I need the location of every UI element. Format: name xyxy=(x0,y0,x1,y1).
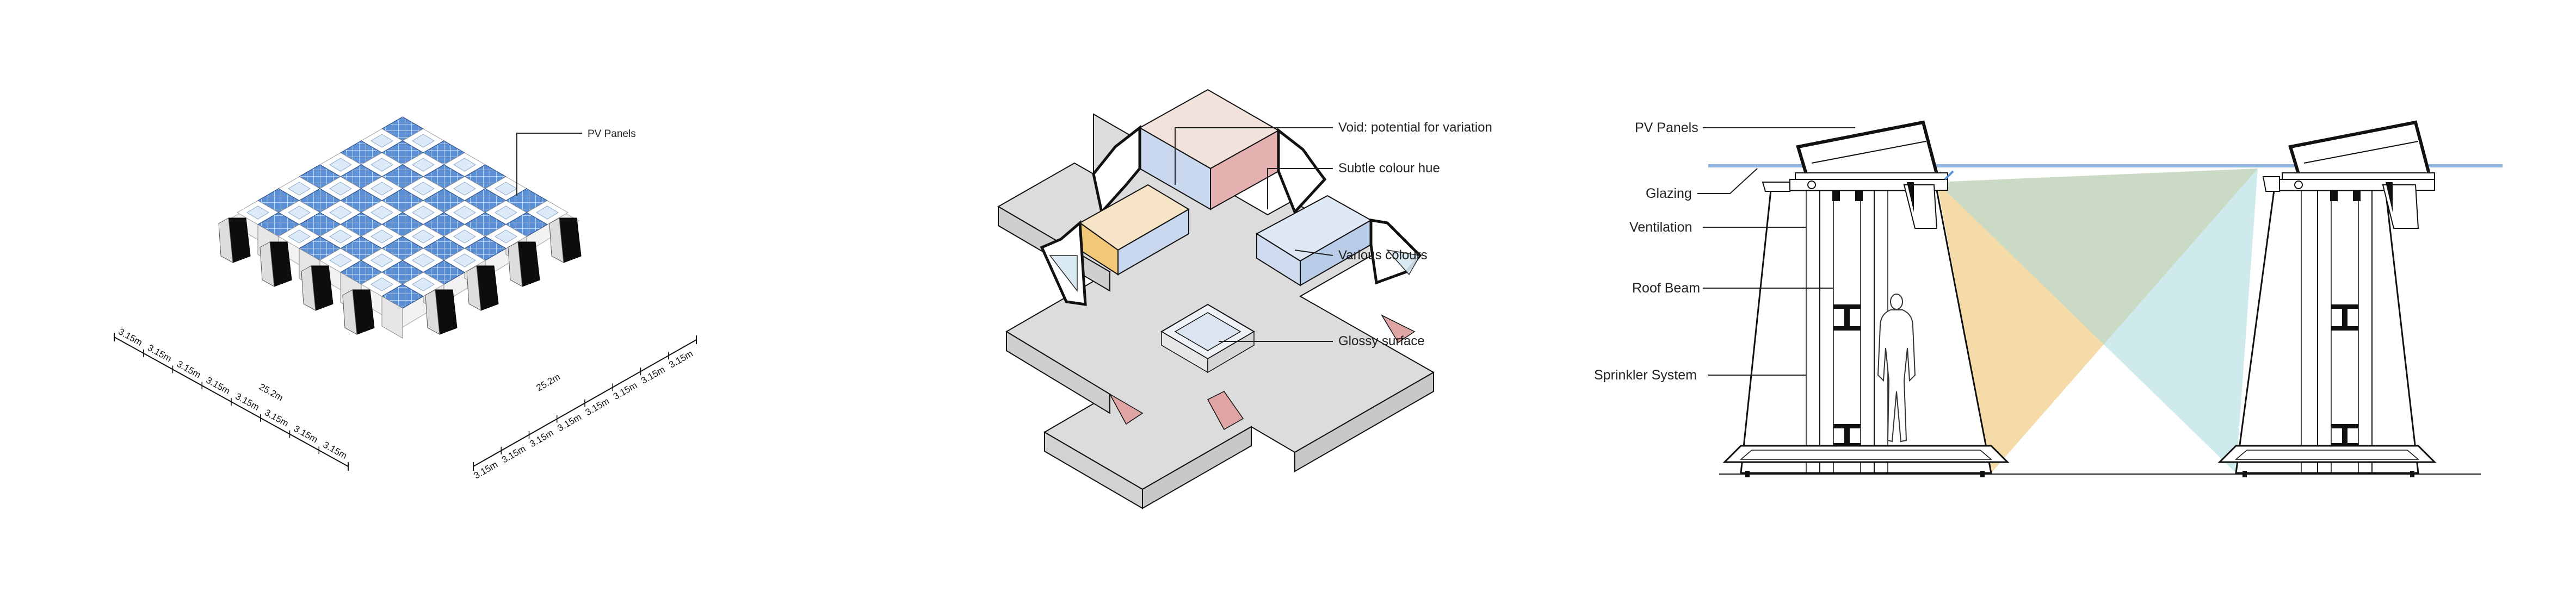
column-block xyxy=(260,241,292,287)
svg-text:Glossy surface: Glossy surface xyxy=(1338,334,1425,348)
callout-pv-panels: PV Panels xyxy=(1635,120,1855,135)
column-right xyxy=(2217,179,2437,474)
svg-text:Various colours: Various colours xyxy=(1338,248,1428,263)
dim-segment-label: 3.15m xyxy=(205,375,232,397)
pv-cell xyxy=(381,284,424,339)
pv-cells xyxy=(218,116,582,339)
pv-callout-line xyxy=(516,133,582,196)
column-block xyxy=(342,289,375,335)
callout-sprinkler: Sprinkler System xyxy=(1594,367,1806,383)
dim-segment-label: 3.15m xyxy=(146,342,174,364)
human-figure xyxy=(1877,294,1916,443)
dim-segment-label: 3.15m xyxy=(472,459,499,481)
svg-text:Sprinkler System: Sprinkler System xyxy=(1594,367,1697,383)
column-block xyxy=(508,241,540,287)
dim-segment-label: 3.15m xyxy=(528,427,555,449)
svg-text:Glazing: Glazing xyxy=(1646,186,1692,201)
pv-grid-drawing: PV Panels 25.2m 3.15m3.15m3.15m3.15m3.15… xyxy=(114,116,697,481)
callout-glossy-surface: Glossy surface xyxy=(1219,334,1425,348)
column-block xyxy=(425,289,458,335)
dim-segment-label: 3.15m xyxy=(639,364,666,386)
roof-head-left xyxy=(1762,120,1954,229)
pink-recess xyxy=(1381,314,1416,344)
column-block xyxy=(466,265,499,311)
dim-left-total: 25.2m xyxy=(257,382,285,403)
svg-text:Void: potential for variation: Void: potential for variation xyxy=(1338,120,1492,135)
column-left xyxy=(1722,179,2010,474)
callout-various-colours: Various colours xyxy=(1294,248,1428,263)
dim-segment-label: 3.15m xyxy=(233,391,261,413)
svg-text:Ventilation: Ventilation xyxy=(1629,220,1692,235)
roof-head-right xyxy=(2262,120,2435,229)
callout-roof-beam: Roof Beam xyxy=(1632,281,1833,296)
dimension-right: 25.2m 3.15m3.15m3.15m3.15m3.15m3.15m3.15… xyxy=(472,335,697,481)
svg-text:PV Panels: PV Panels xyxy=(1635,120,1698,135)
skylight-axonometric: Void: potential for variation Subtle col… xyxy=(789,0,1578,598)
callout-void: Void: potential for variation xyxy=(1175,120,1492,185)
roof-section: PV Panels Glazing Ventilation Roof Beam … xyxy=(1578,0,2576,598)
svg-text:Roof Beam: Roof Beam xyxy=(1632,281,1700,296)
light-wedge-cyan xyxy=(1937,169,2258,473)
dim-segment-label: 3.15m xyxy=(175,359,203,381)
dim-segment-label: 3.15m xyxy=(292,423,320,445)
dim-segment-label: 3.15m xyxy=(584,396,611,418)
column-block xyxy=(301,265,333,311)
dim-segment-label: 3.15m xyxy=(667,348,694,370)
dim-segment-label: 3.15m xyxy=(263,407,291,429)
column-block xyxy=(218,217,251,263)
dim-right-total: 25.2m xyxy=(535,371,562,393)
skylight-top xyxy=(1092,89,1327,215)
pink-recess xyxy=(1207,391,1244,431)
dim-segment-label: 3.15m xyxy=(555,412,583,433)
callout-subtle-hue: Subtle colour hue xyxy=(1267,161,1440,209)
skylight-drawing: Void: potential for variation Subtle col… xyxy=(997,89,1492,509)
dim-segment-label: 3.15m xyxy=(116,326,144,348)
pv-callout-label: PV Panels xyxy=(588,128,636,140)
section-drawing: PV Panels Glazing Ventilation Roof Beam … xyxy=(1594,120,2503,477)
dim-segment-label: 3.15m xyxy=(322,440,349,462)
dim-segment-label: 3.15m xyxy=(500,444,527,465)
callout-ventilation: Ventilation xyxy=(1629,220,1806,235)
dimension-left: 25.2m 3.15m3.15m3.15m3.15m3.15m3.15m3.15… xyxy=(114,326,349,471)
callout-glazing: Glazing xyxy=(1646,168,1758,201)
svg-text:Subtle colour hue: Subtle colour hue xyxy=(1338,161,1440,176)
column-block xyxy=(549,217,582,263)
dim-segment-label: 3.15m xyxy=(611,380,639,402)
pink-recess xyxy=(1109,393,1144,425)
